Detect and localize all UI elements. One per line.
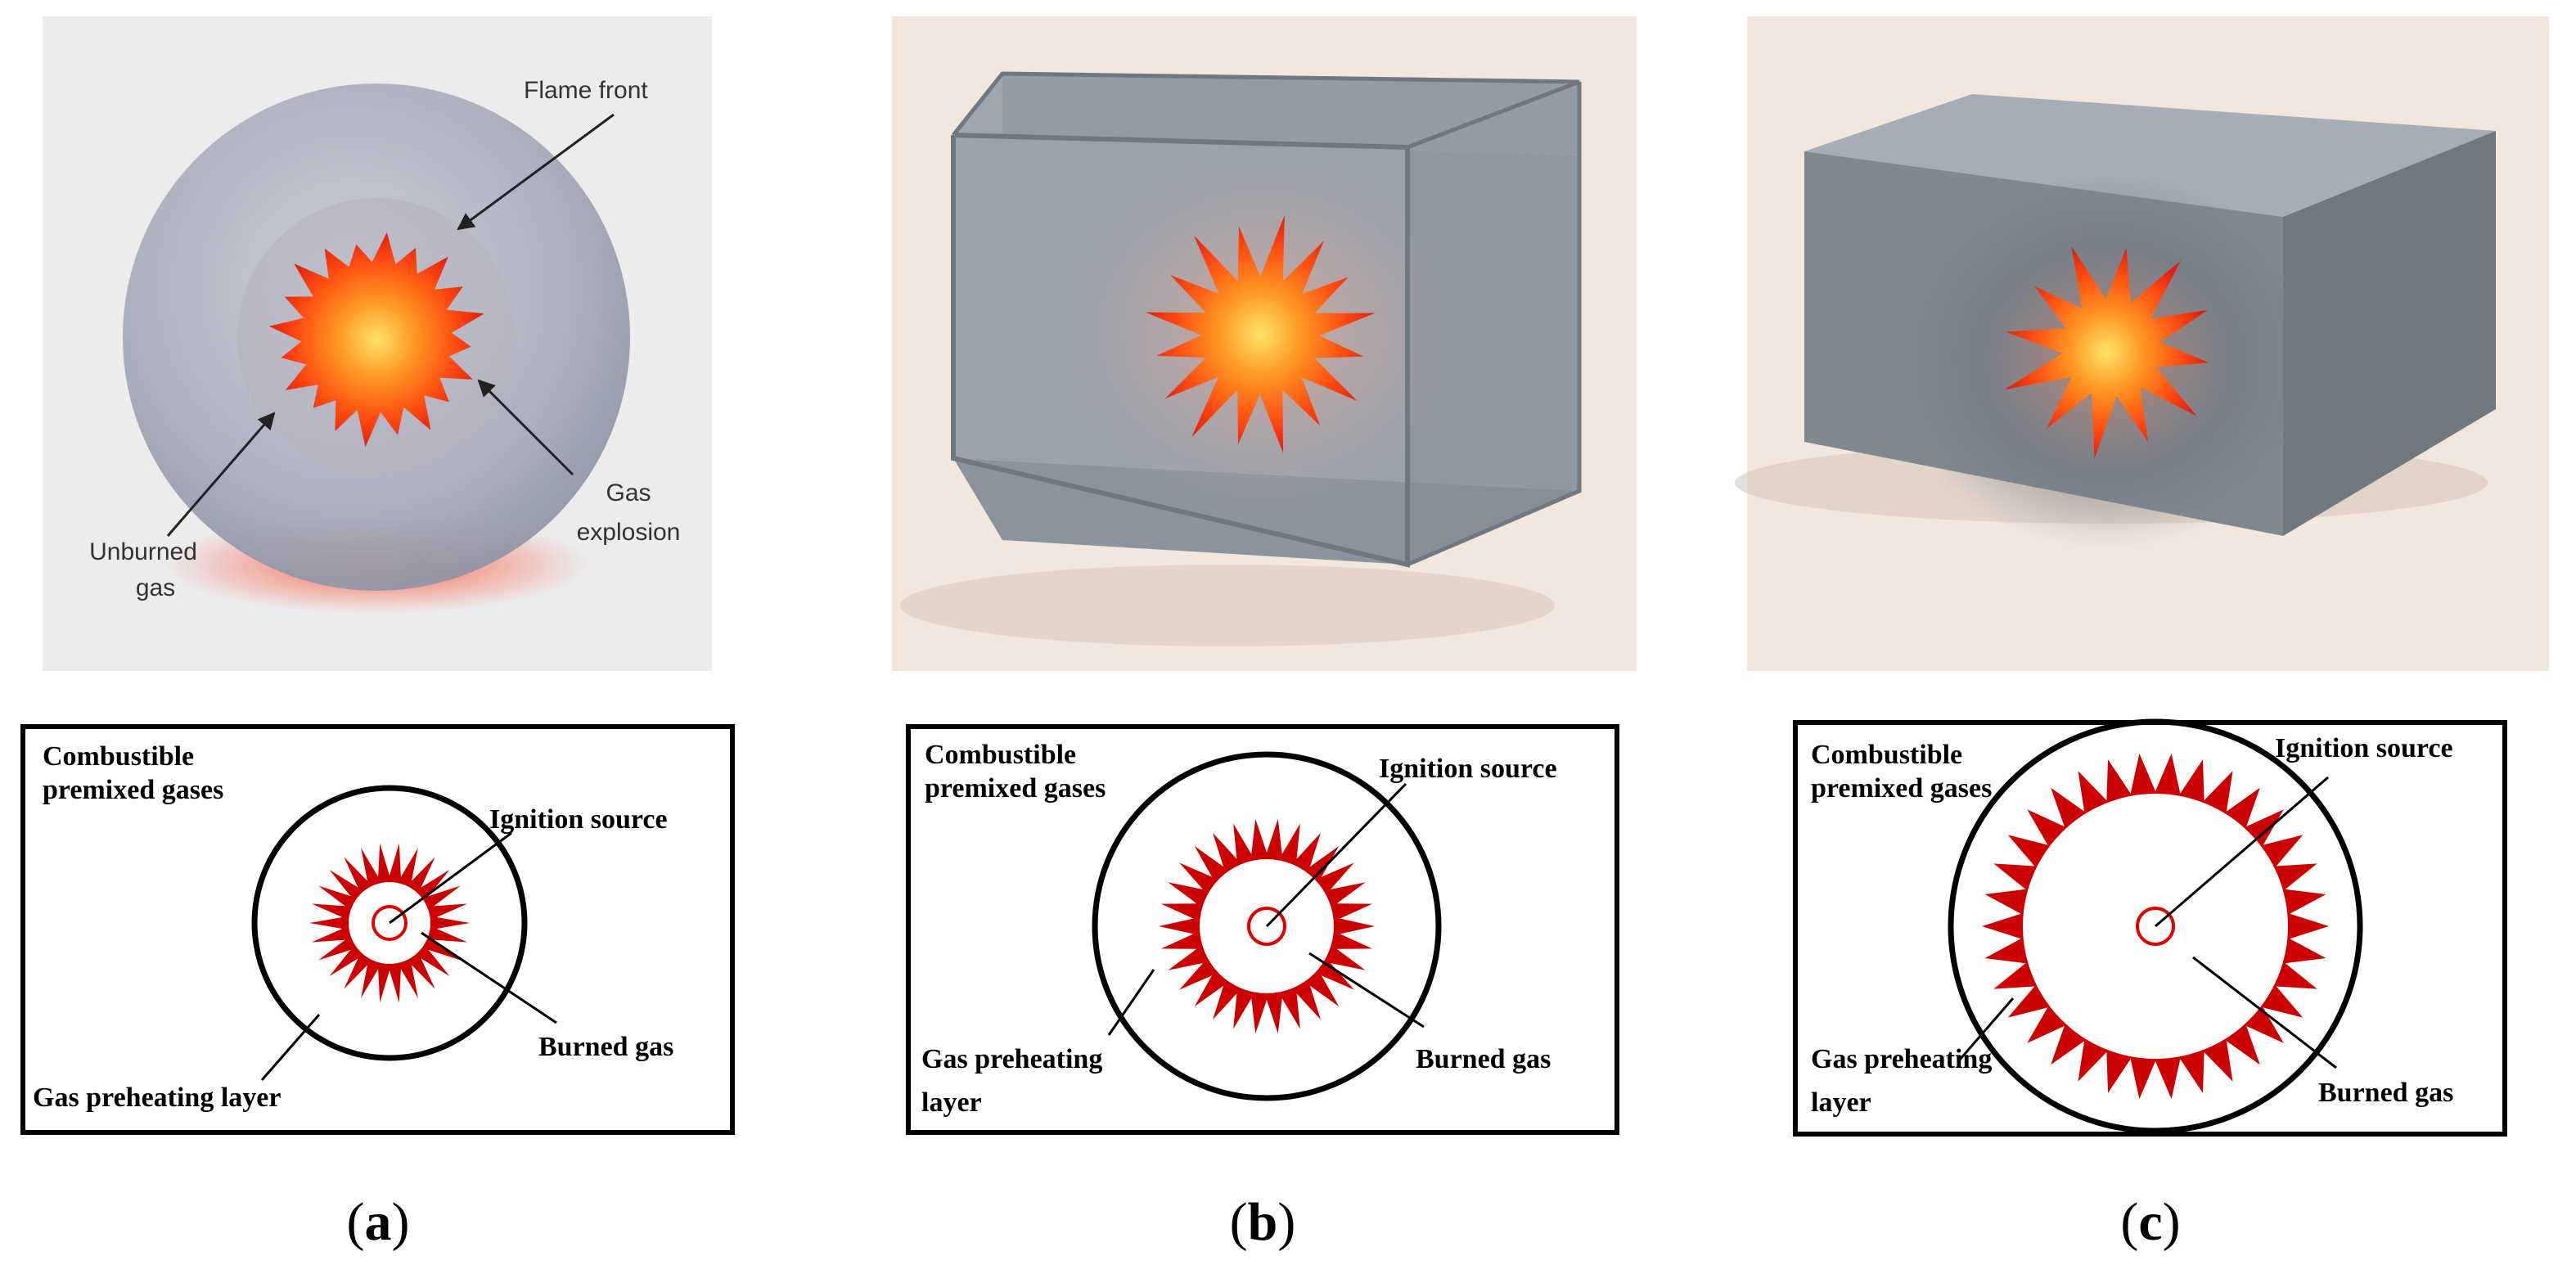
diagram-b-preheat-label-2: layer	[921, 1087, 982, 1118]
diagram-c-preheat-circle	[1948, 718, 2363, 1134]
diagram-c-ignition-line	[2155, 776, 2329, 928]
diagram-c-burned-line	[2192, 956, 2337, 1069]
diagram-a-preheat-label: Gas preheating layer	[33, 1083, 281, 1113]
render-b	[892, 16, 1637, 671]
diagram-b-burned-line	[1308, 952, 1425, 1029]
render-a: Flame front Gas explosion Unburned gas	[43, 16, 712, 671]
diagram-a-ignition-label: Ignition source	[489, 804, 668, 835]
box-c-side	[2283, 131, 2496, 536]
diagram-c-burned-label: Burned gas	[2318, 1078, 2453, 1108]
box-b-side-edge	[1407, 82, 1582, 567]
flame-front-arrow	[457, 113, 615, 231]
fireball-c-icon	[2004, 245, 2209, 459]
diagram-b-preheat-circle	[1092, 751, 1442, 1101]
caption-a-letter: a	[365, 1192, 392, 1252]
box-c-top	[1804, 94, 2496, 217]
diagram-c-combustible-2: premixed gases	[1811, 773, 1992, 804]
fireball-a-icon	[268, 232, 484, 448]
diagram-c: Combustible premixed gases Ignition sour…	[1793, 718, 2507, 1137]
caption-c: (c)	[2120, 1192, 2180, 1252]
diagram-c-preheat-label-2: layer	[1811, 1087, 1871, 1118]
diagram-b: Combustible premixed gases Ignition sour…	[906, 724, 1619, 1135]
box-b-glass	[1002, 74, 1579, 565]
diagram-b-ignition-line	[1265, 782, 1407, 928]
gas-explosion-label-1: Gas	[606, 479, 651, 506]
box-b-top-edge	[952, 71, 1580, 150]
diagram-a-preheat-line	[260, 1014, 321, 1081]
caption-a: (a)	[347, 1192, 410, 1252]
box-b-shadow	[900, 565, 1555, 646]
fireball-b-icon	[1145, 215, 1376, 453]
caption-b: (b)	[1230, 1192, 1296, 1252]
diagram-c-ignition-label: Ignition source	[2275, 733, 2453, 763]
diagram-c-preheat-label-1: Gas preheating	[1811, 1044, 1992, 1074]
diagram-b-burned-label: Burned gas	[1416, 1044, 1551, 1074]
diagram-c-preheat-line	[1958, 997, 2015, 1060]
diagram-c-combustible-1: Combustible	[1811, 740, 1962, 770]
diagram-b-preheat-line	[1107, 969, 1155, 1036]
diagram-a-preheat-circle	[251, 785, 528, 1061]
diagram-a-ignition-line	[389, 831, 512, 925]
caption-c-letter: c	[2138, 1192, 2162, 1252]
diagram-a-burned-line	[421, 931, 557, 1024]
flame-front-label: Flame front	[524, 77, 648, 104]
diagram-b-combustible-1: Combustible	[925, 740, 1076, 770]
unburned-gas-arrow	[166, 412, 276, 537]
box-b-top	[953, 74, 1579, 155]
caption-b-letter: b	[1248, 1192, 1278, 1252]
gas-explosion-label-2: explosion	[577, 519, 681, 546]
diagram-c-ignition-circle	[2136, 907, 2175, 946]
diagram-b-combustible-2: premixed gases	[925, 773, 1106, 804]
diagram-b-ignition-label: Ignition source	[1379, 754, 1557, 784]
diagram-b-preheat-label-1: Gas preheating	[921, 1044, 1102, 1074]
diagram-a-burned-label: Burned gas	[538, 1032, 673, 1062]
render-c	[1735, 16, 2549, 671]
unburned-gas-label-1: Unburned	[89, 538, 197, 565]
diagram-a: Combustible premixed gases Ignition sour…	[20, 724, 735, 1135]
diagram-a-combustible-1: Combustible	[43, 741, 194, 772]
unburned-gas-label-2: gas	[136, 574, 175, 601]
diagram-b-ignition-circle	[1247, 907, 1286, 946]
diagram-a-ignition-circle	[372, 905, 408, 941]
diagram-a-combustible-2: premixed gases	[43, 775, 223, 805]
gas-explosion-arrow	[477, 379, 574, 476]
